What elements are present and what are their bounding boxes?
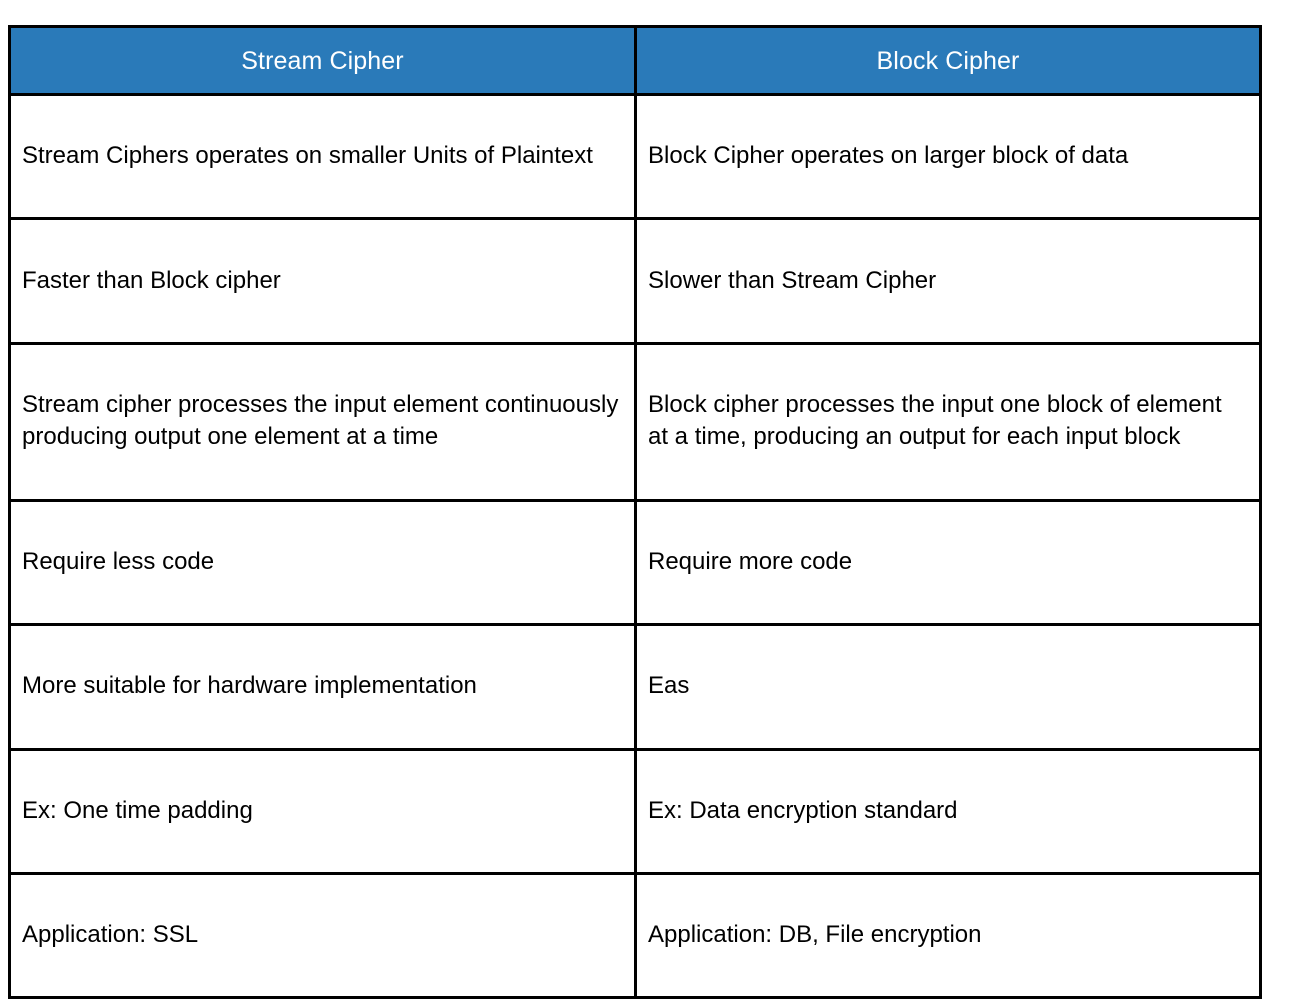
table-row: Require less code Require more code xyxy=(8,498,1262,627)
cell-text: Ex: One time padding xyxy=(22,796,253,824)
cell-block-cipher: Ex: Data encryption standard xyxy=(634,747,1262,875)
cipher-comparison-table: Stream Cipher Block Cipher Stream Cipher… xyxy=(8,25,1262,999)
cell-text: More suitable for hardware implementatio… xyxy=(22,672,477,700)
column-header-block-cipher: Block Cipher xyxy=(634,25,1262,96)
cell-text: Eas xyxy=(648,672,690,700)
table-row: Stream cipher processes the input elemen… xyxy=(8,341,1262,502)
table-row: Faster than Block cipher Slower than Str… xyxy=(8,217,1262,345)
table-row: Ex: One time padding Ex: Data encryption… xyxy=(8,747,1262,875)
cell-block-cipher: Require more code xyxy=(634,498,1262,627)
cell-stream-cipher: Ex: One time padding xyxy=(8,747,637,875)
cell-stream-cipher: Stream Ciphers operates on smaller Units… xyxy=(8,92,637,221)
table-row: Application: SSL Application: DB, File e… xyxy=(8,871,1262,999)
cell-text: Stream Ciphers operates on smaller Units… xyxy=(22,142,593,170)
header-row: Stream Cipher Block Cipher xyxy=(8,25,1262,96)
cell-text: Block Cipher operates on larger block of… xyxy=(648,142,1129,170)
table-row: Stream Ciphers operates on smaller Units… xyxy=(8,92,1262,221)
cell-block-cipher: Application: DB, File encryption xyxy=(634,871,1262,999)
table-header: Stream Cipher Block Cipher xyxy=(8,25,1262,96)
cell-text: Application: DB, File encryption xyxy=(648,921,982,949)
cell-stream-cipher: Stream cipher processes the input elemen… xyxy=(8,341,637,502)
cell-text: Stream cipher processes the input elemen… xyxy=(22,391,619,451)
cell-text: Application: SSL xyxy=(22,921,199,949)
cell-block-cipher: Slower than Stream Cipher xyxy=(634,217,1262,345)
cell-stream-cipher: Require less code xyxy=(8,498,637,627)
cell-stream-cipher: More suitable for hardware implementatio… xyxy=(8,623,637,751)
cell-text: Require less code xyxy=(22,547,215,575)
cell-text: Block cipher processes the input one blo… xyxy=(648,391,1222,451)
cell-text: Faster than Block cipher xyxy=(22,266,281,294)
column-header-stream-cipher: Stream Cipher xyxy=(8,25,637,96)
cell-stream-cipher: Faster than Block cipher xyxy=(8,217,637,345)
table-body: Stream Ciphers operates on smaller Units… xyxy=(8,92,1262,999)
cell-text: Slower than Stream Cipher xyxy=(648,266,937,294)
cell-text: Ex: Data encryption standard xyxy=(648,796,958,824)
cell-block-cipher: Eas xyxy=(634,623,1262,751)
cell-block-cipher: Block Cipher operates on larger block of… xyxy=(634,92,1262,221)
table-row: More suitable for hardware implementatio… xyxy=(8,623,1262,751)
page-canvas: Stream Cipher Block Cipher Stream Cipher… xyxy=(8,25,1262,999)
cell-block-cipher: Block cipher processes the input one blo… xyxy=(634,341,1262,502)
cell-stream-cipher: Application: SSL xyxy=(8,871,637,999)
cell-text: Require more code xyxy=(648,547,853,575)
